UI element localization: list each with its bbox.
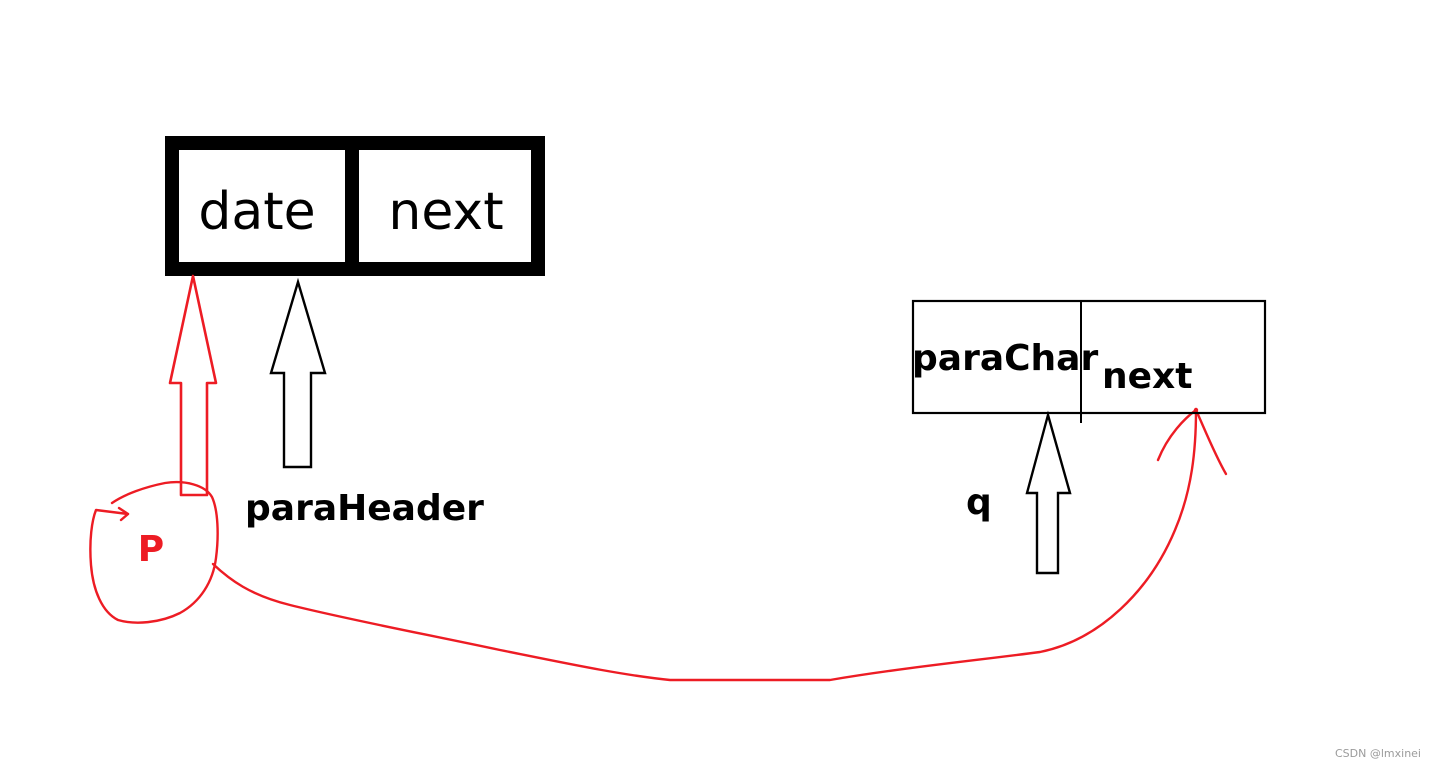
q-pointer-label: q (966, 482, 992, 523)
watermark: CSDN @lmxinei (1335, 747, 1421, 760)
p-to-next-link (211, 407, 1228, 682)
p-pointer-label: P (138, 529, 164, 570)
header-pointer-label: paraHeader (245, 488, 484, 529)
p-to-next-curve (211, 408, 1198, 682)
char-node-frame (911, 299, 1267, 415)
char-node-next-label: next (1102, 356, 1192, 397)
header-node-next-cell (359, 150, 531, 262)
header-node-next-label: next (388, 182, 503, 242)
header-node: date next (165, 136, 545, 276)
p-pointer-circle (89, 481, 219, 624)
p-circle-hook (117, 506, 130, 522)
header-pointer-arrow (269, 277, 327, 469)
header-node-data-label: date (198, 182, 315, 242)
p-to-next-arrow-tip (1193, 407, 1199, 413)
p-pointer-arrow (168, 274, 218, 497)
char-node: paraChar next (911, 299, 1267, 423)
header-node-data-cell (179, 150, 345, 262)
char-node-data-label: paraChar (912, 338, 1098, 379)
p-circle-stroke (89, 481, 219, 624)
q-pointer-arrow (1025, 410, 1072, 575)
